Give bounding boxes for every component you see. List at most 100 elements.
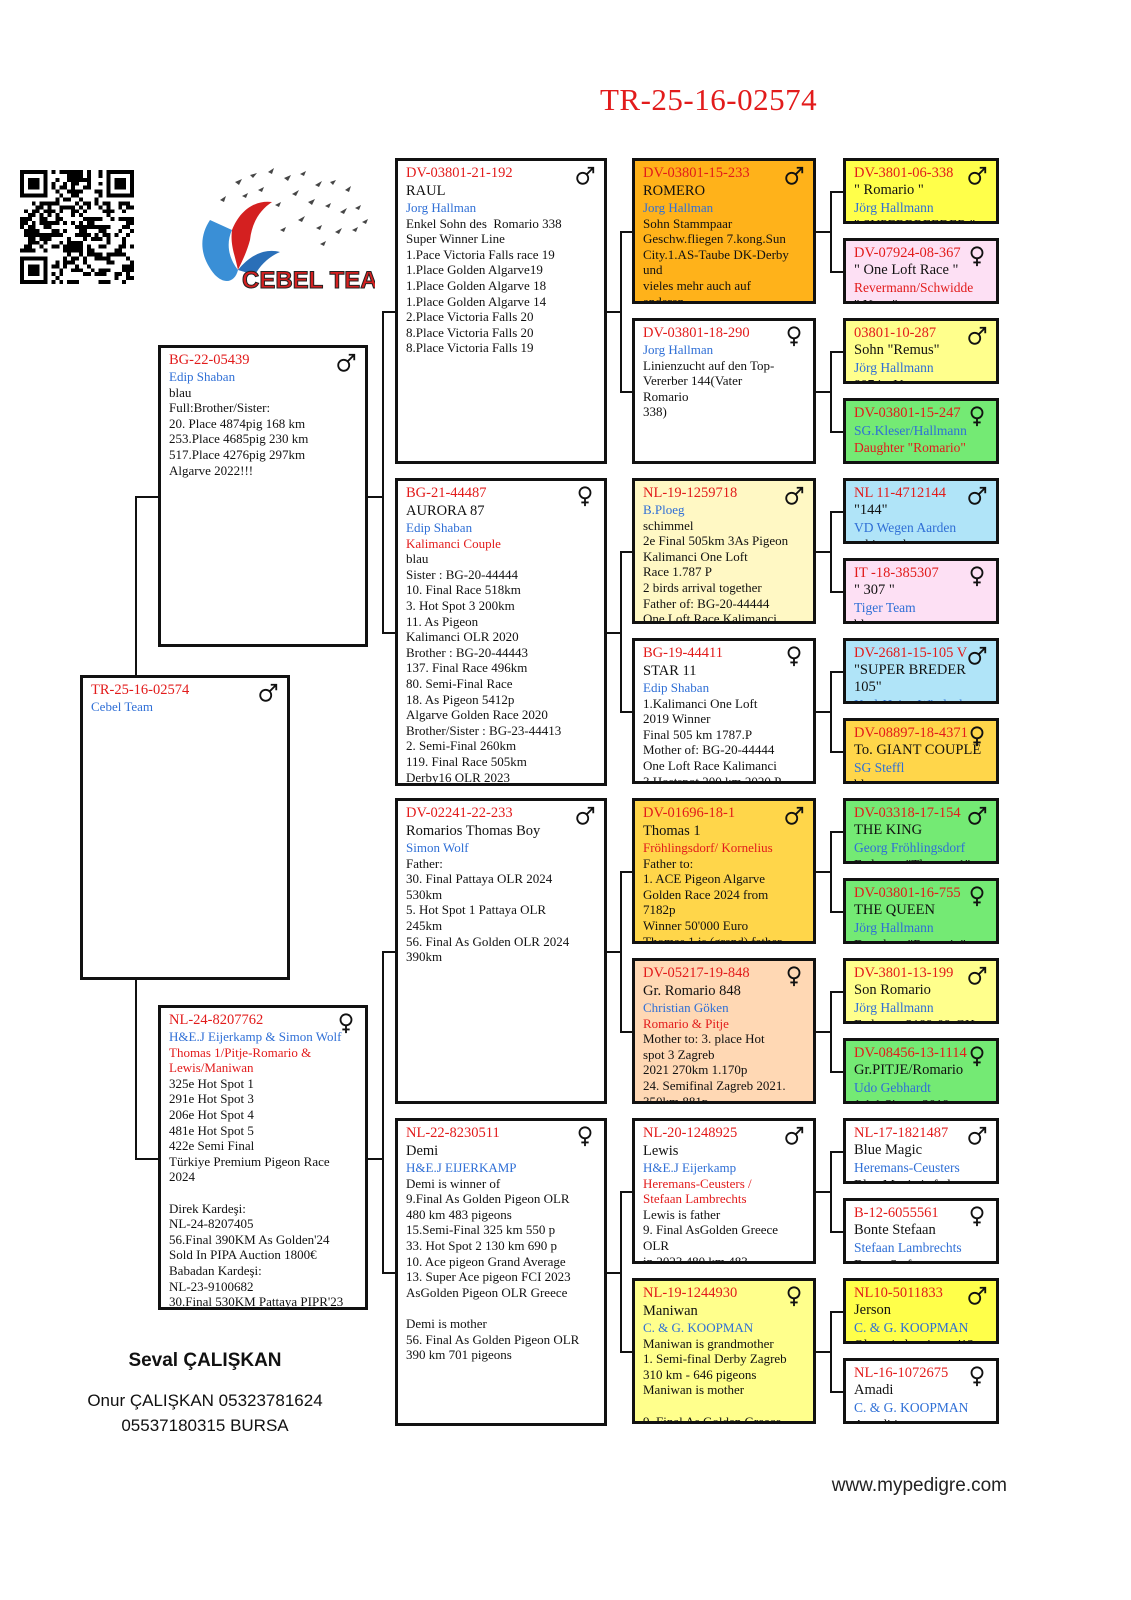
pigeon-name: "144" — [854, 502, 888, 518]
breeder-name: C. & G. KOOPMAN — [643, 1320, 754, 1335]
ring-number: NL-19-1259718 — [643, 485, 738, 501]
pedigree-note: 530km — [406, 886, 443, 902]
pedigree-note: Mother of: BG-20-44444 — [643, 742, 775, 758]
connector-line — [607, 1272, 620, 1274]
pedigree-card[interactable]: DV-2681-15-105 V"SUPER BREDER105"Karl-He… — [843, 638, 999, 704]
pedigree-note: 310 km - 646 pigeons — [643, 1366, 757, 1382]
breeder-name: Jörg Hallmann — [854, 360, 934, 375]
pigeon-name: Thomas 1 — [643, 823, 701, 839]
ring-number: B-12-6055561 — [854, 1205, 939, 1221]
pedigree-note: 481e Hot Spot 5 — [169, 1122, 254, 1138]
pedigree-note: schimmel — [854, 536, 988, 541]
connector-line — [830, 351, 832, 431]
pedigree-note: NL-23-9100682 — [169, 1278, 254, 1294]
qr-code[interactable] — [20, 170, 134, 284]
ring-number: DV-2681-15-105 V — [854, 645, 968, 661]
pedigree-note: Brother/Sister : BG-23-44413 — [406, 722, 562, 738]
pedigree-note: Blue Magic is father — [854, 1176, 988, 1181]
connector-line — [607, 632, 620, 634]
pedigree-note: Sister : BG-20-44444 — [406, 566, 518, 582]
breeder-name: Simon Wolf — [406, 840, 469, 855]
pedigree-note: Maniwan is grandmother — [643, 1335, 774, 1351]
pedigree-card[interactable]: IT -18-385307" 307 "Tiger Teamblau — [843, 558, 999, 624]
pedigree-card[interactable]: DV-07924-08-367" One Loft Race "Reverman… — [843, 238, 999, 304]
pedigree-note: OLR — [643, 1237, 669, 1253]
pedigree-card[interactable]: NL 11-4712144"144"VD Wegen Aardenschimme… — [843, 478, 999, 544]
male-symbol-icon — [785, 166, 804, 185]
ring-number: BG-21-44487 — [406, 485, 487, 501]
pigeon-name: THE KING — [854, 822, 923, 838]
pigeon-name: " One Loft Race " — [854, 262, 959, 278]
pedigree-note: Bonte Stefaan — [854, 1256, 988, 1261]
pedigree-note: 2. Semi-Final 260km — [406, 738, 517, 754]
pigeon-name: Blue Magic — [854, 1142, 923, 1158]
female-symbol-icon — [787, 966, 801, 987]
pedigree-note — [406, 1300, 596, 1316]
male-symbol-icon — [576, 806, 595, 825]
connector-line — [620, 1351, 632, 1353]
co-breeder-name: Fröhlingsdorf/ Kornelius — [643, 840, 773, 855]
pedigree-note: 2e Final 505km 3As Pigeon — [643, 533, 789, 549]
pedigree-note: 2.Place Victoria Falls 20 — [406, 309, 534, 325]
connector-line — [620, 551, 622, 711]
connector-line — [620, 391, 632, 393]
co-breeder-name: Romario & Pitje — [643, 1015, 729, 1031]
pedigree-note: 3. Hot Spot 3 200km — [406, 597, 515, 613]
website-link[interactable]: www.mypedigre.com — [831, 1475, 1007, 1496]
pedigree-note: 807 ist Vater — [854, 376, 988, 381]
ring-number: DV-3801-13-199 — [854, 965, 954, 981]
breeder-name: VD Wegen Aarden — [854, 520, 957, 535]
pedigree-note: 325e Hot Spot 1 — [169, 1075, 254, 1091]
pedigree-note: Demi is mother — [406, 1315, 487, 1331]
female-symbol-icon — [787, 1286, 801, 1307]
pedigree-note: Linienzucht auf den Top- — [643, 357, 775, 373]
pedigree-note: Direk Kardeşi: — [169, 1200, 246, 1216]
pedigree-note: spot 3 Zagreb — [643, 1046, 715, 1062]
pigeon-name: Son Romario — [854, 982, 931, 998]
male-symbol-icon — [968, 326, 987, 345]
breeder-name: Jörg Hallmann — [854, 920, 934, 935]
connector-line — [816, 711, 830, 713]
pedigree-note: Geschw.fliegen 7.kong.Sun — [643, 231, 786, 247]
pedigree-note: 9.Final As Golden Pigeon OLR — [406, 1191, 570, 1207]
pedigree-note: 350km 881p — [643, 1093, 709, 1104]
pedigree-note: Mother to: 3. place Hot — [643, 1031, 765, 1047]
female-symbol-icon — [578, 1126, 592, 1147]
male-symbol-icon — [968, 1126, 987, 1145]
pedigree-note — [169, 1185, 357, 1201]
ring-number: DV-01696-18-1 — [643, 805, 736, 821]
ring-number: NL-20-1248925 — [643, 1125, 738, 1141]
connector-line — [620, 871, 622, 1031]
connector-line — [620, 1191, 632, 1193]
ring-number: DV-08897-18-4371 — [854, 725, 968, 741]
ring-number: DV-03801-16-755 — [854, 885, 961, 901]
pedigree-card[interactable]: DV-3801-06-338" Romario "Jörg Hallmann" … — [843, 158, 999, 224]
pigeon-name: Jerson — [854, 1302, 892, 1318]
